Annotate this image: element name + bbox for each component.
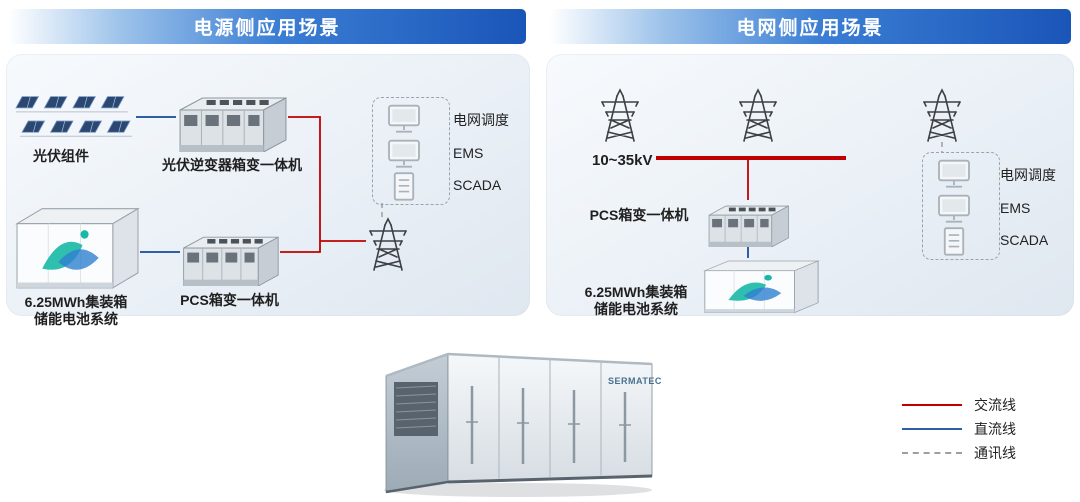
monitor-label-scada: SCADA <box>453 177 502 193</box>
inverter-unit-icon <box>176 90 288 152</box>
legend: 交流线 直流线 通讯线 <box>902 396 1016 462</box>
battery-label: 6.25MWh集装箱 储能电池系统 <box>572 284 700 318</box>
pv-label: 光伏组件 <box>33 148 89 164</box>
scada-doc-icon <box>386 172 422 202</box>
battery-label-line1: 6.25MWh集装箱 <box>24 294 128 310</box>
monitoring-group-box-left <box>372 97 450 205</box>
battery-container-icon <box>14 198 140 290</box>
pcs-unit-icon <box>180 230 280 286</box>
monitor-icon <box>936 159 972 189</box>
container-photo: SERMATEC <box>384 352 662 497</box>
dc-line-swatch <box>902 428 962 430</box>
monitor-icon <box>936 194 972 224</box>
battery-label-line2: 储能电池系统 <box>34 311 118 327</box>
battery-label: 6.25MWh集装箱 储能电池系统 <box>2 294 150 328</box>
monitor-icon <box>386 139 422 169</box>
transmission-tower-icon <box>736 88 780 142</box>
legend-label-ac: 交流线 <box>974 397 1016 413</box>
scada-doc-icon <box>936 227 972 257</box>
transmission-tower-icon <box>366 217 410 271</box>
left-panel-header: 电源侧应用场景 <box>8 9 526 44</box>
monitoring-group-box-right <box>922 152 1000 260</box>
legend-row-ac: 交流线 <box>902 396 1016 414</box>
battery-label-line2: 储能电池系统 <box>594 301 678 317</box>
transmission-tower-icon <box>920 88 964 142</box>
right-panel-header: 电网侧应用场景 <box>549 9 1071 44</box>
monitor-label-dispatch: 电网调度 <box>1000 167 1056 183</box>
monitor-label-dispatch: 电网调度 <box>453 112 509 128</box>
legend-label-comm: 通讯线 <box>974 445 1016 461</box>
comm-line-swatch <box>902 452 962 454</box>
monitor-icon <box>386 104 422 134</box>
container-brand-text: SERMATEC <box>608 376 662 386</box>
transmission-tower-icon <box>598 88 642 142</box>
solar-panel-icon <box>14 92 136 144</box>
pcs-label: PCS箱变一体机 <box>180 292 279 308</box>
monitor-label-ems: EMS <box>453 145 484 161</box>
monitor-label-ems: EMS <box>1000 200 1031 216</box>
pcs-label: PCS箱变一体机 <box>589 207 689 223</box>
right-panel-title: 电网侧应用场景 <box>736 18 884 39</box>
battery-label-line1: 6.25MWh集装箱 <box>584 284 688 300</box>
pcs-unit-icon <box>706 200 790 247</box>
left-panel-title: 电源侧应用场景 <box>193 18 341 39</box>
legend-label-dc: 直流线 <box>974 421 1016 437</box>
legend-row-comm: 通讯线 <box>902 444 1016 462</box>
inverter-label: 光伏逆变器箱变一体机 <box>162 157 302 173</box>
legend-row-dc: 直流线 <box>902 420 1016 438</box>
ac-line-swatch <box>902 404 962 406</box>
battery-container-icon <box>702 254 820 314</box>
voltage-label: 10~35kV <box>592 152 653 169</box>
monitor-label-scada: SCADA <box>1000 232 1049 248</box>
